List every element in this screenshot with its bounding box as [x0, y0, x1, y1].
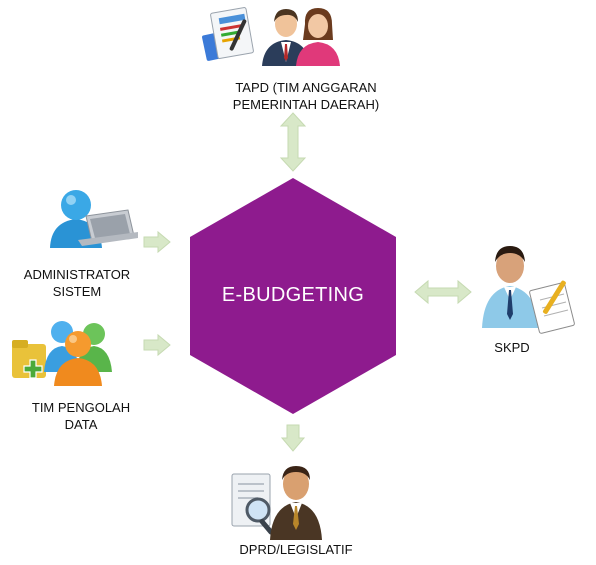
official-with-magnifier-icon: [231, 466, 322, 540]
dprd-label: DPRD/LEGISLATIF: [216, 541, 376, 558]
skpd-label: SKPD: [470, 339, 554, 356]
user-with-laptop-icon: [50, 190, 138, 248]
admin-label-line-2: SISTEM: [52, 284, 102, 299]
arrow-skpd-center: [414, 279, 472, 305]
dprd-label-line-1: DPRD/LEGISLATIF: [239, 542, 353, 557]
center-label: E-BUDGETING: [221, 284, 365, 306]
arrow-admin-center: [143, 230, 171, 254]
arrow-center-dprd: [280, 424, 306, 452]
skpd-label-line-1: SKPD: [494, 340, 530, 355]
tapd-label: TAPD (TIM ANGGARAN PEMERINTAH DAERAH): [206, 79, 406, 113]
tapd-label-line-2: PEMERINTAH DAERAH): [232, 97, 380, 112]
data-team-label-line-2: DATA: [64, 417, 98, 432]
user-group-icon: [12, 321, 112, 386]
arrow-tapd-center: [279, 112, 307, 172]
admin-label-line-1: ADMINISTRATOR: [23, 267, 131, 282]
arrow-data-team-center: [143, 333, 171, 357]
data-team-label-line-1: TIM PENGOLAH: [31, 400, 131, 415]
admin-label: ADMINISTRATOR SISTEM: [12, 266, 142, 300]
team-with-document-icon: [202, 7, 340, 66]
officer-with-notepad-icon: [482, 246, 575, 334]
data-team-label: TIM PENGOLAH DATA: [16, 399, 146, 433]
tapd-label-line-1: TAPD (TIM ANGGARAN: [235, 80, 377, 95]
